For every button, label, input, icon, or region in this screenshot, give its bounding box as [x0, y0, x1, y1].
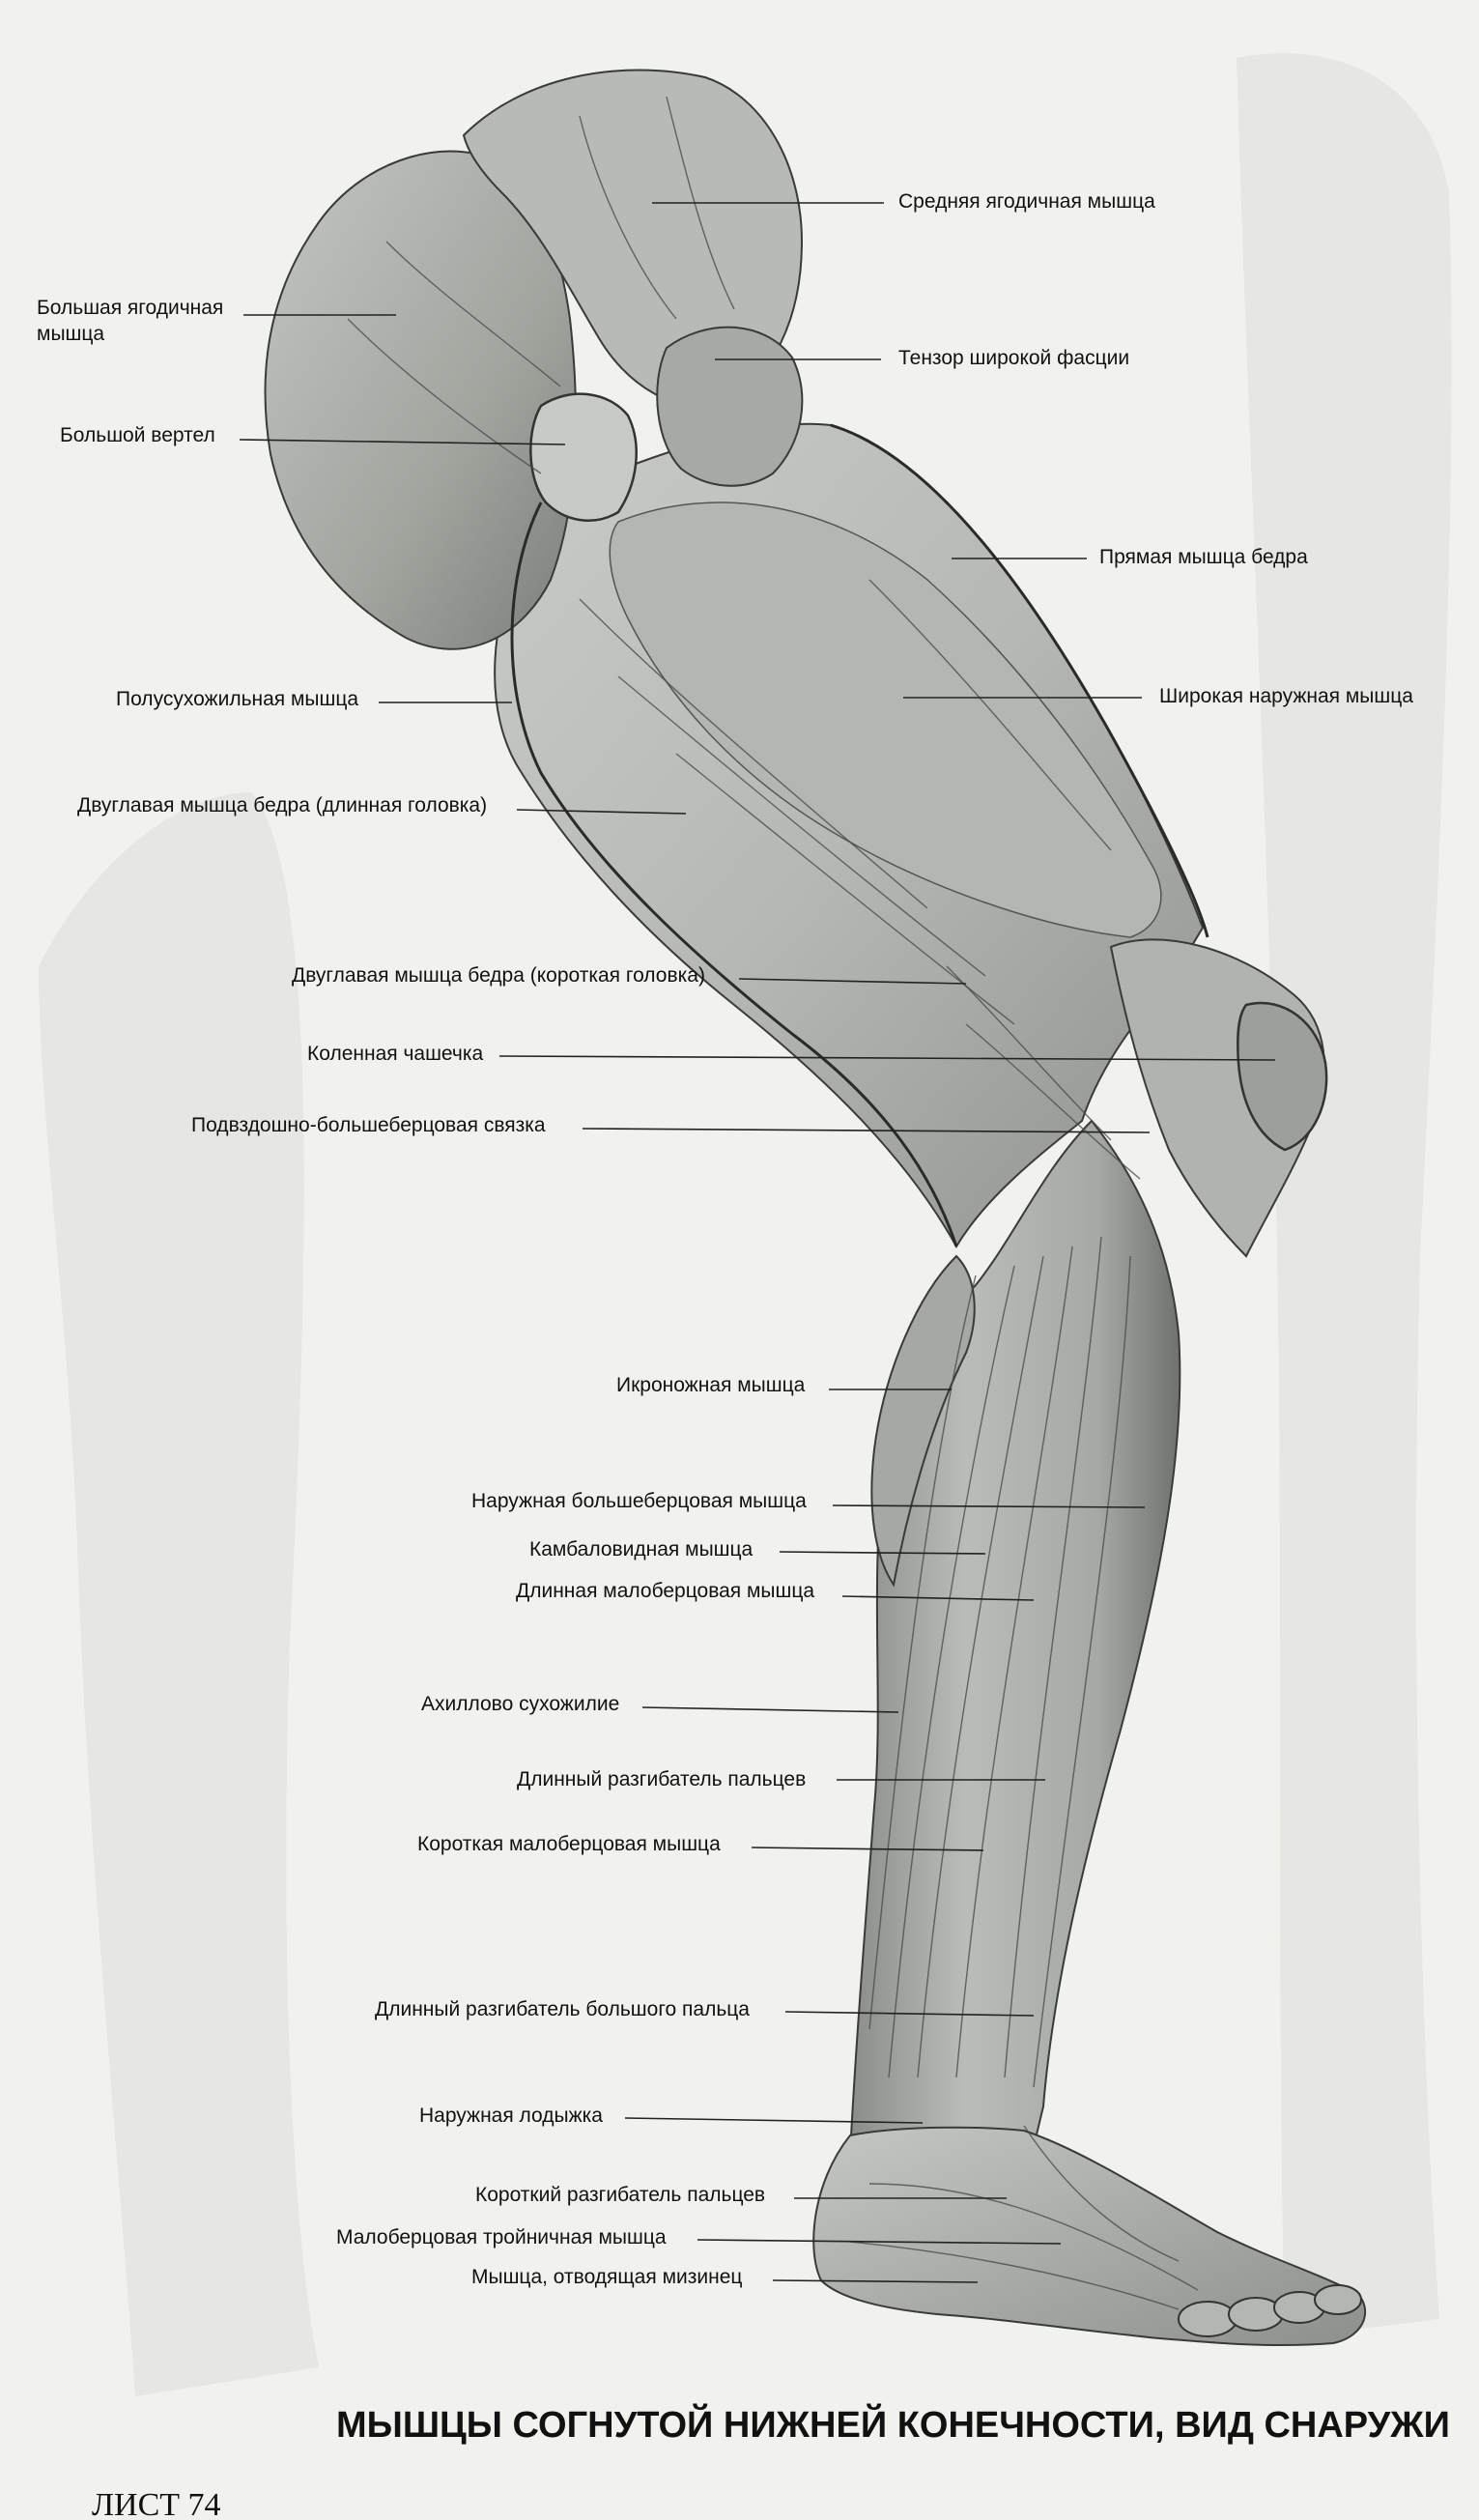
greater-trochanter-shape — [529, 392, 638, 522]
label-lateral-malleolus: Наружная лодыжка — [419, 2105, 924, 2127]
label-biceps-long: Двуглавая мышца бедра (длинная головка) — [77, 794, 687, 816]
label-text-gluteus-maximus-line2: мышца — [37, 323, 104, 345]
label-greater-trochanter: Большой вертел — [60, 424, 566, 446]
label-gluteus-medius: Средняя ягодичная мышца — [652, 190, 1155, 213]
label-text-ext-hallucis-longus: Длинный разгибатель большого пальца — [375, 1998, 750, 2020]
label-text-abductor-digiti-minimi: Мышца, отводящая мизинец — [471, 2266, 742, 2288]
label-text-biceps-long: Двуглавая мышца бедра (длинная головка) — [77, 794, 487, 816]
label-abductor-digiti-minimi: Мышца, отводящая мизинец — [471, 2266, 979, 2288]
label-text-gluteus-maximus-line1: Большая ягодичная — [37, 297, 223, 319]
label-ext-hallucis-longus: Длинный разгибатель большого пальца — [375, 1998, 1035, 2020]
label-text-peroneus-tertius: Малоберцовая тройничная мышца — [336, 2226, 667, 2248]
lower-leg-shape — [848, 1119, 1181, 2156]
label-text-tensor-fasciae: Тензор широкой фасции — [898, 347, 1129, 369]
label-patella: Коленная чашечка — [307, 1043, 1276, 1065]
label-biceps-short: Двуглавая мышца бедра (короткая головка) — [292, 964, 967, 987]
label-text-tibialis-anterior: Наружная большеберцовая мышца — [471, 1490, 807, 1512]
label-gluteus-maximus: Большая ягодичная мышца — [37, 297, 396, 345]
label-text-peroneus-brevis: Короткая малоберцовая мышца — [417, 1833, 721, 1855]
label-text-semitendinosus: Полусухожильная мышца — [116, 688, 358, 710]
patella-shape — [1237, 1001, 1328, 1152]
muscle-fibres — [347, 96, 1209, 2310]
label-text-patella: Коленная чашечка — [307, 1043, 484, 1065]
label-text-peroneus-longus: Длинная малоберцовая мышца — [516, 1580, 814, 1602]
label-text-vastus-lateralis: Широкая наружная мышца — [1159, 685, 1413, 707]
label-soleus: Камбаловидная мышца — [529, 1538, 986, 1561]
label-tensor-fasciae: Тензор широкой фасции — [715, 347, 1129, 369]
toes — [1178, 2284, 1362, 2337]
label-peroneus-brevis: Короткая малоберцовая мышца — [417, 1833, 984, 1855]
label-semitendinosus: Полусухожильная мышца — [116, 688, 512, 710]
plate-title: МЫШЦЫ СОГНУТОЙ НИЖНЕЙ КОНЕЧНОСТИ, ВИД СН… — [336, 2402, 1450, 2446]
label-ext-digitorum-longus: Длинный разгибатель пальцев — [517, 1768, 1045, 1790]
label-text-greater-trochanter: Большой вертел — [60, 424, 215, 446]
vastus-lateralis-shape — [609, 501, 1162, 938]
label-vastus-lateralis: Широкая наружная мышца — [903, 685, 1413, 707]
calf-bulge — [870, 1254, 976, 1588]
tensor-fasciae-shape — [656, 326, 804, 487]
sheet-number: ЛИСТ 74 — [92, 2487, 221, 2520]
label-text-ext-digitorum-brevis: Короткий разгибатель пальцев — [475, 2184, 765, 2206]
label-ext-digitorum-brevis: Короткий разгибатель пальцев — [475, 2184, 1007, 2206]
label-text-lateral-malleolus: Наружная лодыжка — [419, 2105, 603, 2127]
label-text-gluteus-medius: Средняя ягодичная мышца — [898, 190, 1155, 213]
label-text-rectus-femoris: Прямая мышца бедра — [1099, 546, 1308, 568]
background-ghost-figure — [39, 53, 1452, 2396]
leg-illustration — [264, 69, 1367, 2347]
label-text-biceps-short: Двуглавая мышца бедра (короткая головка) — [292, 964, 705, 987]
label-gastrocnemius: Икроножная мышца — [616, 1374, 952, 1396]
label-text-achilles: Ахиллово сухожилие — [421, 1693, 619, 1715]
label-tibialis-anterior: Наружная большеберцовая мышца — [471, 1490, 1146, 1512]
label-iliotibial: Подвздошно-большеберцовая связка — [191, 1114, 1151, 1136]
label-peroneus-tertius: Малоберцовая тройничная мышца — [336, 2226, 1062, 2248]
label-text-soleus: Камбаловидная мышца — [529, 1538, 754, 1561]
label-text-ext-digitorum-longus: Длинный разгибатель пальцев — [517, 1768, 806, 1790]
foot-shape — [812, 2126, 1367, 2347]
label-achilles: Ахиллово сухожилие — [421, 1693, 899, 1715]
label-text-iliotibial: Подвздошно-большеберцовая связка — [191, 1114, 546, 1136]
label-text-gastrocnemius: Икроножная мышца — [616, 1374, 806, 1396]
label-rectus-femoris: Прямая мышца бедра — [952, 546, 1308, 568]
label-peroneus-longus: Длинная малоберцовая мышца — [516, 1580, 1035, 1602]
